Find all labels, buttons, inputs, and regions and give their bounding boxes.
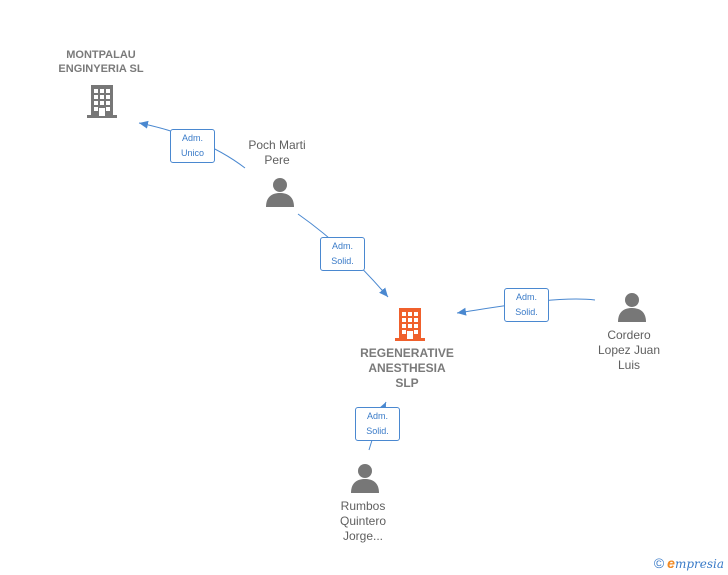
brand-initial: e xyxy=(667,555,675,571)
brand-name: mpresia xyxy=(674,557,724,571)
regenerative-label: REGENERATIVE ANESTHESIA SLP xyxy=(360,346,454,390)
person-label-poch[interactable]: Poch Marti Pere xyxy=(248,138,305,168)
rumbos-label: Rumbos Quintero Jorge... xyxy=(339,499,387,543)
building-icon[interactable] xyxy=(86,84,118,118)
cordero-label: Cordero Lopez Juan Luis xyxy=(597,328,661,372)
person-icon[interactable] xyxy=(350,463,380,493)
role-line-1: Adm. xyxy=(515,292,537,302)
montpalau-label: MONTPALAU ENGINYERIA SL xyxy=(58,49,144,75)
company-label-regenerative[interactable]: REGENERATIVE ANESTHESIA SLP xyxy=(360,346,454,391)
role-line-2: Solid. xyxy=(366,426,389,436)
role-line-1: Adm. xyxy=(181,133,203,143)
role-line-2: Solid. xyxy=(331,256,354,266)
brand-logo: empresia xyxy=(667,555,724,571)
building-icon[interactable] xyxy=(394,307,426,341)
role-badge[interactable]: Adm. Solid. xyxy=(504,288,549,322)
person-icon[interactable] xyxy=(617,292,647,322)
role-badge[interactable]: Adm. Solid. xyxy=(355,407,400,441)
copyright-symbol: © xyxy=(653,555,665,571)
role-line-2: Solid. xyxy=(515,307,538,317)
role-line-1: Adm. xyxy=(366,411,388,421)
poch-label: Poch Marti Pere xyxy=(248,138,306,167)
person-label-rumbos[interactable]: Rumbos Quintero Jorge... xyxy=(340,499,386,544)
person-label-cordero[interactable]: Cordero Lopez Juan Luis xyxy=(598,328,660,373)
role-badge[interactable]: Adm. Unico xyxy=(170,129,215,163)
footer-brand[interactable]: © empresia xyxy=(654,555,724,571)
role-line-2: Unico xyxy=(180,148,204,158)
company-label-montpalau[interactable]: MONTPALAU ENGINYERIA SL xyxy=(58,48,143,76)
role-badge[interactable]: Adm. Solid. xyxy=(320,237,365,271)
person-icon[interactable] xyxy=(265,177,295,207)
role-line-1: Adm. xyxy=(331,241,353,251)
